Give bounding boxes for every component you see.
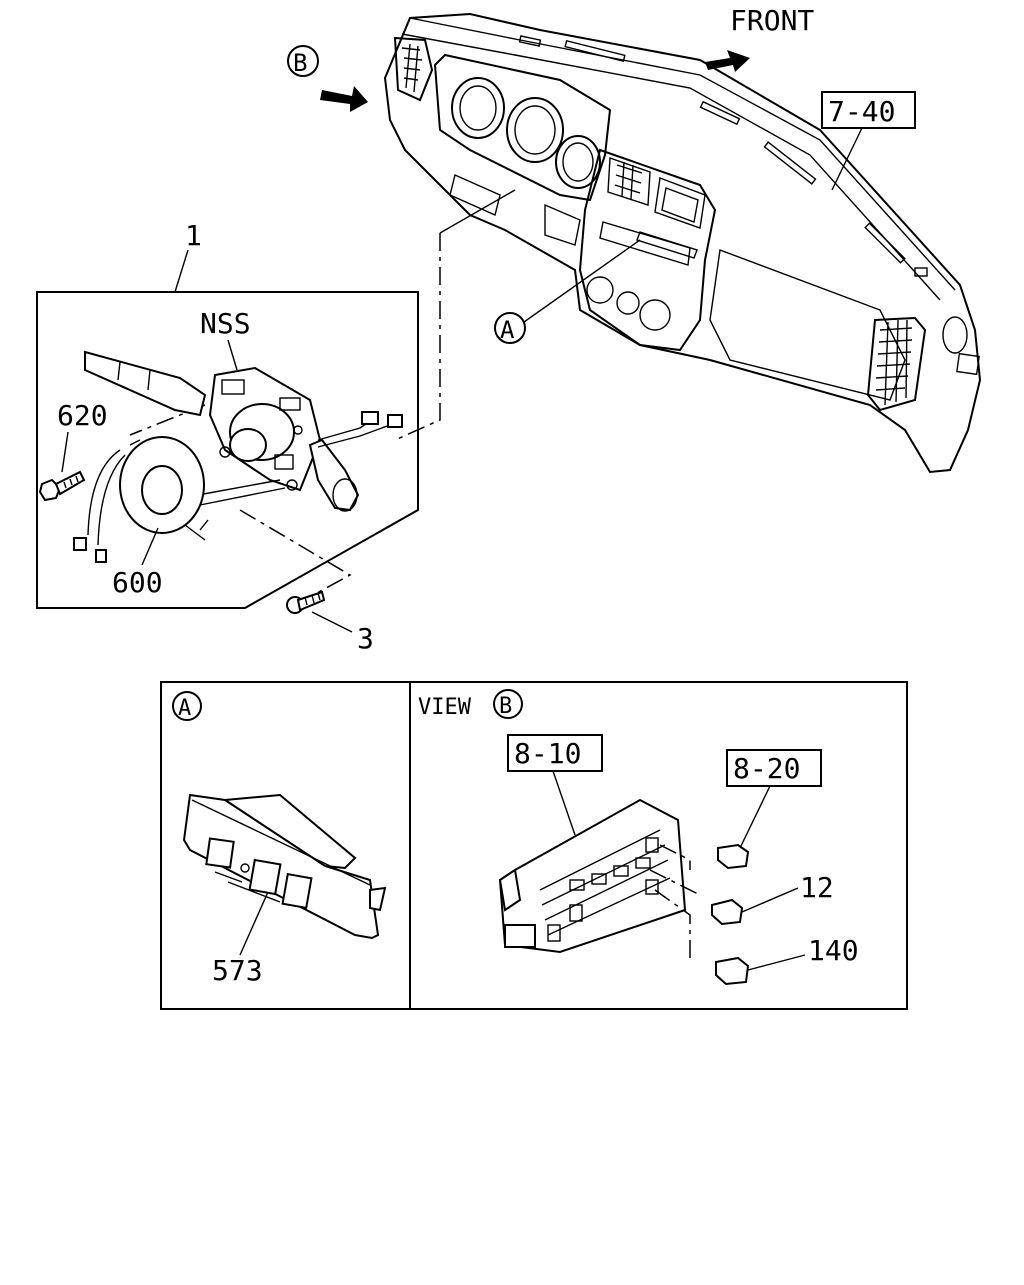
part-600-label: 600 — [112, 566, 163, 599]
leader-line-140 — [654, 889, 691, 960]
inset-a-marker-text: A — [178, 696, 191, 721]
screw-3: 3 — [286, 590, 374, 655]
inset-b-marker-text: B — [499, 694, 512, 719]
view-b-arrow-icon — [320, 86, 368, 112]
part-1-label: 1 — [185, 219, 202, 252]
inset-frame — [160, 681, 908, 1010]
part-12-label: 12 — [800, 871, 834, 904]
instrument-panel — [383, 12, 982, 474]
view-a-marker: A — [494, 239, 641, 344]
inset-a: A 573 — [172, 691, 387, 987]
nss-label: NSS — [200, 307, 251, 340]
part-140-label: 140 — [808, 934, 859, 967]
clock-spring-600: 600 — [73, 436, 209, 599]
view-b-marker: B — [287, 45, 319, 77]
front-arrow-icon — [705, 50, 750, 72]
part-573-label: 573 — [212, 954, 263, 987]
junction-block — [498, 798, 687, 954]
ref-8-10-label: 8-10 — [514, 737, 581, 770]
view-b-marker-text: B — [293, 49, 307, 77]
part-3-label: 3 — [357, 622, 374, 655]
combination-switch — [84, 350, 403, 512]
connector-12 — [711, 898, 744, 926]
front-label: FRONT — [730, 4, 814, 37]
ref-7-40-callout: 7-40 — [821, 91, 916, 191]
connector-140 — [715, 956, 750, 986]
bolt-620 — [38, 431, 86, 502]
leader-line-8-20 — [659, 844, 691, 870]
inset-b-view-label: VIEW — [418, 695, 472, 720]
ref-7-40-label: 7-40 — [828, 95, 895, 128]
inset-b: VIEW B 8-10 8-20 12 — [418, 689, 859, 986]
view-a-marker-text: A — [500, 316, 515, 344]
connector-8-20 — [717, 843, 750, 870]
part-620-label: 620 — [57, 399, 108, 432]
leader-line-3 — [239, 509, 352, 606]
switch-panel-573 — [182, 793, 387, 940]
ref-8-20-label: 8-20 — [733, 752, 800, 785]
leader-line-12 — [649, 869, 701, 896]
harness-leader-line — [394, 233, 441, 441]
combination-switch-group: 1 — [36, 219, 419, 609]
